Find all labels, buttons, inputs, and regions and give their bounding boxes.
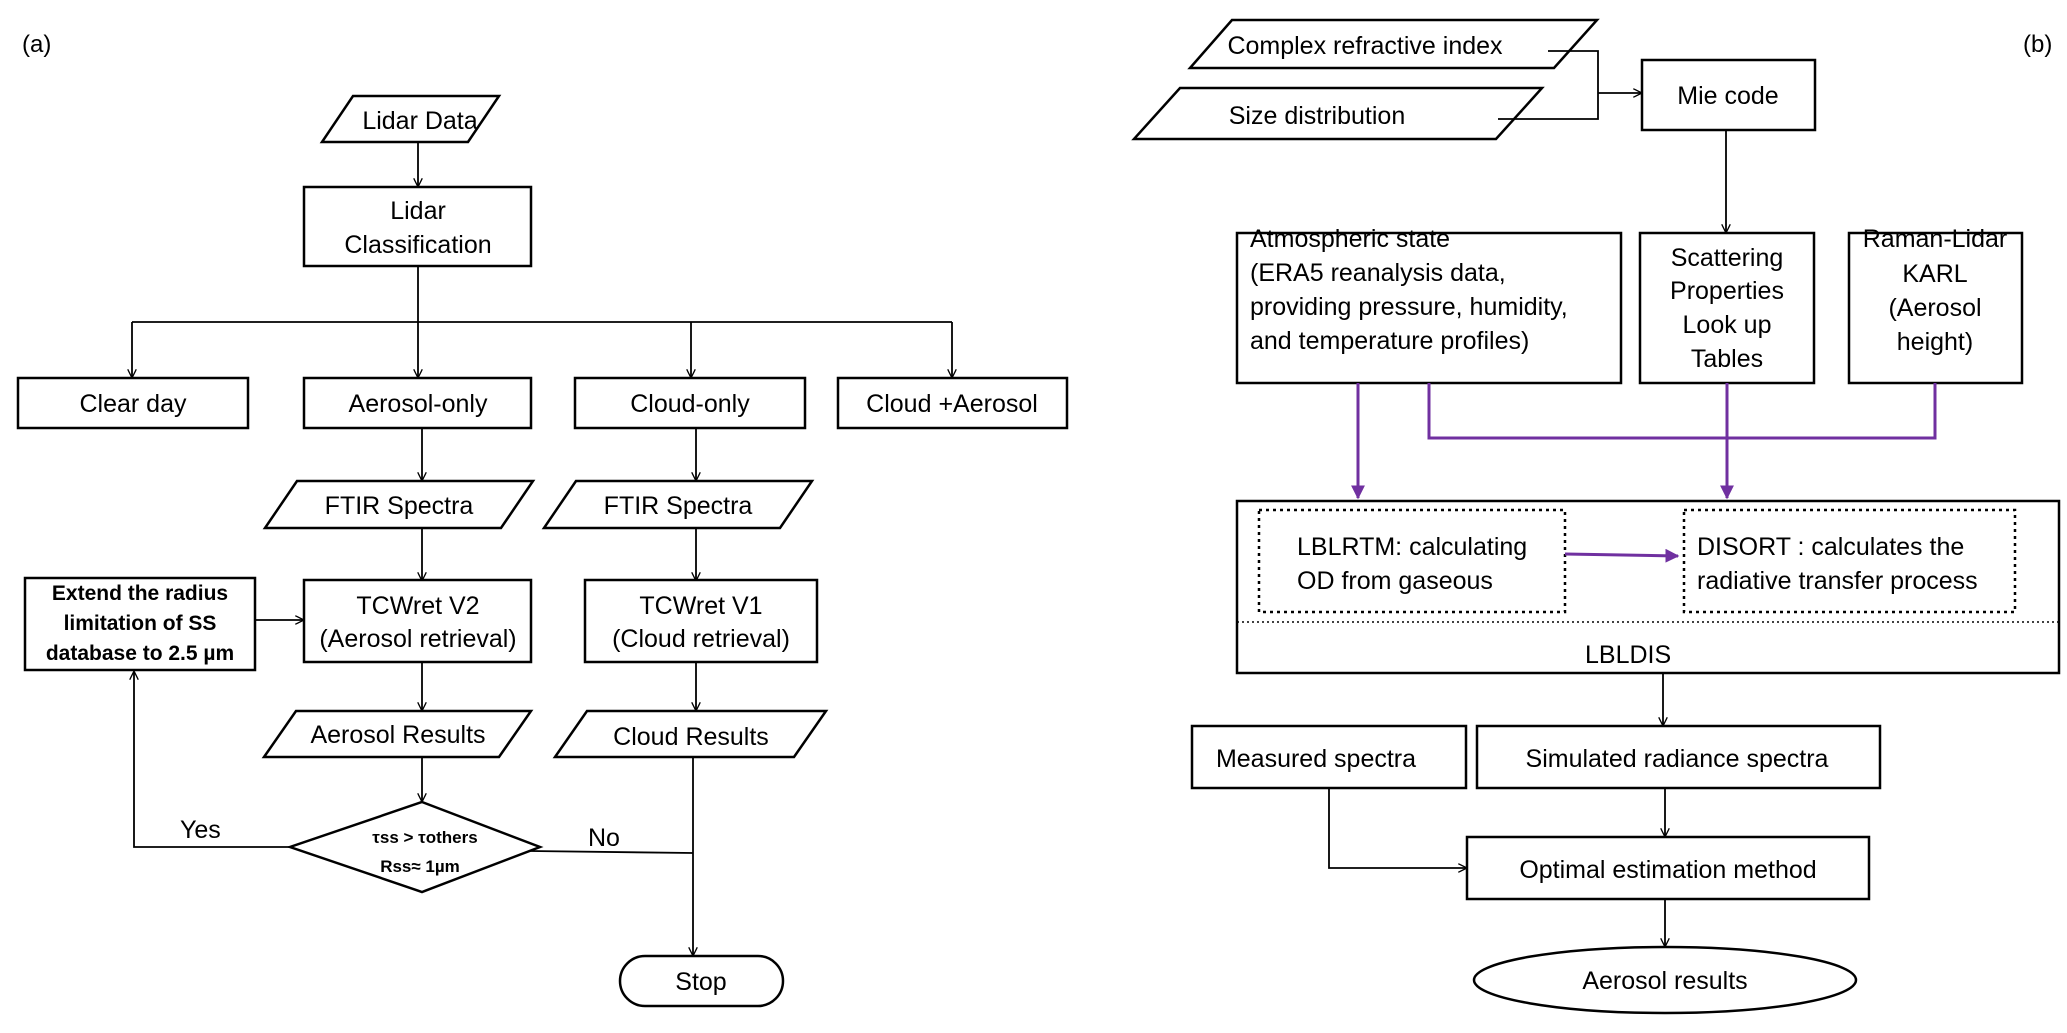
stop-node: Stop — [618, 954, 785, 1008]
clear-day-node: Clear day — [16, 376, 250, 430]
lidar-data-label: Lidar Data — [362, 107, 477, 135]
cloud-aerosol-node: Cloud +Aerosol — [836, 376, 1069, 430]
tcwret-v1-line2: (Cloud retrieval) — [612, 625, 790, 653]
tcwret-v2-line2: (Aerosol retrieval) — [319, 625, 516, 653]
tcwret-v1-node: TCWret V1 (Cloud retrieval) — [583, 578, 819, 664]
lblrtm-line1: LBLRTM: calculating — [1297, 533, 1527, 561]
aerosol-results-terminal: Aerosol results — [1472, 945, 1858, 1015]
lblrtm-node: LBLRTM: calculating OD from gaseous — [1257, 508, 1567, 614]
scattering-line2: Properties — [1670, 277, 1784, 305]
cloud-results-node: Cloud Results — [552, 709, 829, 759]
panel-a: (a) Lidar Data Lidar Classification Clea… — [16, 31, 1069, 1008]
lidar-data-node: Lidar Data — [319, 94, 502, 144]
scattering-line3: Look up — [1683, 311, 1772, 339]
atmospheric-state-line4: and temperature profiles) — [1250, 327, 1529, 355]
cloud-only-node: Cloud-only — [573, 376, 807, 430]
atmospheric-state-line1: Atmospheric state — [1250, 225, 1450, 253]
aerosol-only-label: Aerosol-only — [349, 390, 488, 418]
atmospheric-state-line3: providing pressure, humidity, — [1250, 293, 1568, 321]
measured-spectra-label: Measured spectra — [1216, 745, 1416, 773]
panel-b: (b) Complex refractive index Size distri… — [1131, 18, 2061, 1015]
extend-radius-line1: Extend the radius — [52, 582, 228, 605]
yes-label: Yes — [180, 816, 221, 844]
ftir-spectra-left-node: FTIR Spectra — [262, 479, 536, 530]
atmospheric-state-line2: (ERA5 reanalysis data, — [1250, 259, 1506, 287]
disort-node: DISORT : calculates the radiative transf… — [1682, 508, 2017, 614]
decision-node: τss > τothers Rss≈ 1µm — [286, 800, 544, 894]
size-distribution-label: Size distribution — [1229, 102, 1405, 130]
raman-lidar-node: Raman-Lidar KARL (Aerosol height) — [1847, 225, 2024, 385]
atmospheric-state-node: Atmospheric state (ERA5 reanalysis data,… — [1235, 225, 1623, 385]
optimal-estimation-node: Optimal estimation method — [1465, 835, 1871, 901]
scattering-tables-node: Scattering Properties Look up Tables — [1638, 231, 1816, 385]
ftir-spectra-right-node: FTIR Spectra — [541, 479, 815, 530]
merge-connector — [1427, 383, 1937, 440]
tcwret-v2-node: TCWret V2 (Aerosol retrieval) — [302, 578, 533, 664]
complex-refractive-index-label: Complex refractive index — [1227, 32, 1503, 60]
lblrtm-line2: OD from gaseous — [1297, 567, 1493, 595]
aerosol-results-terminal-label: Aerosol results — [1582, 967, 1747, 995]
extend-radius-line3: database to 2.5 µm — [46, 642, 234, 665]
simulated-spectra-node: Simulated radiance spectra — [1475, 724, 1882, 790]
scattering-line4: Tables — [1691, 345, 1763, 373]
lidar-classification-line2: Classification — [344, 231, 491, 259]
decision-line2: Rss≈ 1µm — [380, 857, 460, 876]
tcwret-v2-line1: TCWret V2 — [356, 592, 479, 620]
panel-a-label: (a) — [22, 31, 51, 58]
raman-lidar-line3: (Aerosol — [1888, 294, 1981, 322]
size-distribution-node: Size distribution — [1131, 86, 1545, 141]
scattering-line1: Scattering — [1671, 244, 1784, 272]
cloud-only-label: Cloud-only — [630, 390, 750, 418]
cloud-aerosol-label: Cloud +Aerosol — [866, 390, 1038, 418]
decision-line1: τss > τothers — [372, 828, 477, 847]
lbldis-label: LBLDIS — [1585, 641, 1671, 669]
disort-line1: DISORT : calculates the — [1697, 533, 1964, 561]
extend-radius-node: Extend the radius limitation of SS datab… — [23, 576, 257, 672]
clear-day-label: Clear day — [80, 390, 187, 418]
lblrtm-to-disort-arrow — [1564, 548, 1680, 563]
lidar-classification-node: Lidar Classification — [302, 185, 533, 268]
cloud-results-label: Cloud Results — [613, 723, 769, 751]
mie-code-label: Mie code — [1677, 82, 1778, 110]
aerosol-only-node: Aerosol-only — [302, 376, 533, 430]
disort-line2: radiative transfer process — [1697, 567, 1978, 595]
complex-refractive-index-node: Complex refractive index — [1187, 18, 1600, 70]
no-label: No — [588, 824, 620, 852]
raman-lidar-line4: height) — [1897, 328, 1973, 356]
aerosol-results-label: Aerosol Results — [310, 721, 485, 749]
measured-spectra-node: Measured spectra — [1190, 724, 1468, 790]
optimal-estimation-label: Optimal estimation method — [1519, 856, 1816, 884]
extend-radius-line2: limitation of SS — [64, 612, 217, 635]
lbldis-container: LBLDIS — [1235, 499, 2061, 675]
mie-code-node: Mie code — [1640, 58, 1817, 132]
panel-b-label: (b) — [2023, 31, 2052, 58]
tcwret-v1-line1: TCWret V1 — [639, 592, 762, 620]
ftir-spectra-left-label: FTIR Spectra — [325, 492, 474, 520]
simulated-spectra-label: Simulated radiance spectra — [1526, 745, 1829, 773]
raman-lidar-line2: KARL — [1902, 260, 1967, 288]
ftir-spectra-right-label: FTIR Spectra — [604, 492, 753, 520]
raman-lidar-line1: Raman-Lidar — [1863, 225, 2008, 253]
aerosol-results-node: Aerosol Results — [261, 709, 534, 759]
lidar-classification-line1: Lidar — [390, 197, 446, 225]
stop-label: Stop — [675, 968, 726, 996]
